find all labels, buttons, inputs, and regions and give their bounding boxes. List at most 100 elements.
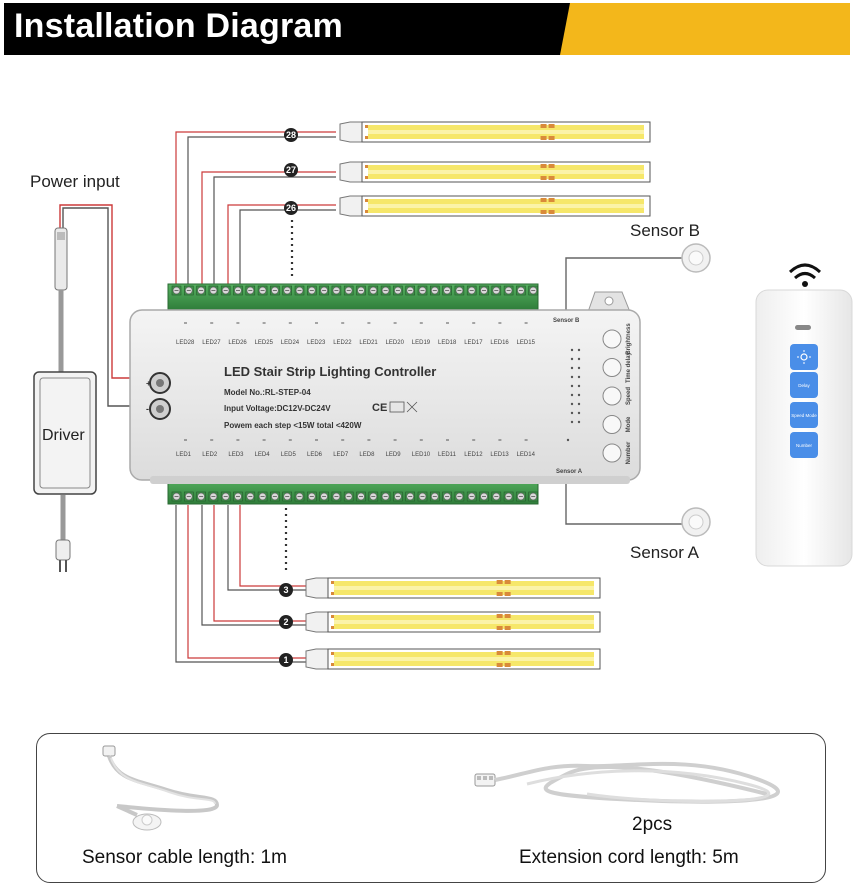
- step-badge-number: 1: [283, 655, 288, 665]
- controller-button-label: Brightness: [626, 323, 632, 355]
- step-badge-number: 27: [286, 165, 296, 175]
- controller-model: Model No.:RL-STEP-04: [224, 388, 311, 397]
- controller-push-button: [602, 358, 622, 377]
- power-input-label: Power input: [30, 172, 120, 191]
- sensor-b-assembly: [565, 243, 711, 312]
- extension-cord-length: Extension cord length: 5m: [519, 847, 739, 868]
- led-channel-label: LED26: [228, 340, 247, 346]
- remote-button: [790, 432, 818, 458]
- controller-push-button: [602, 443, 622, 463]
- weee-icon: [406, 401, 418, 413]
- sensor-a-assembly: [565, 474, 711, 537]
- remote-button: [790, 372, 818, 398]
- sensor-port-tab: [587, 291, 631, 313]
- led-channel-label: LED7: [333, 452, 349, 458]
- page-title: Installation Diagram: [14, 7, 343, 45]
- led-channel-label: LED24: [281, 340, 300, 346]
- led-strip-top: [339, 121, 651, 143]
- bottom-led-labels: LED1 LED2 LED3 LED4 LED5 LED6 LED7 LED8 LED9 LED1…: [176, 439, 536, 458]
- controller-push-button: [602, 415, 622, 434]
- led-strip-top: [339, 195, 651, 217]
- controller-button-label: Time delay: [626, 351, 632, 383]
- led-channel-label: LED17: [464, 340, 483, 346]
- remote-button-label: Delay: [798, 383, 810, 388]
- bottom-strip-wiring: [175, 505, 318, 663]
- controller-push-button: [602, 329, 622, 349]
- led-channel-label: LED6: [307, 452, 323, 458]
- step-badge: [279, 615, 293, 629]
- step-badge-number: 28: [286, 130, 296, 140]
- led-channel-label: LED16: [490, 340, 509, 346]
- led-channel-label: LED19: [412, 340, 431, 346]
- sensor-a-port-label: Sensor A: [556, 469, 583, 475]
- led-channel-label: LED25: [255, 340, 274, 346]
- led-channel-label: LED20: [386, 340, 405, 346]
- step-badge: [284, 201, 298, 215]
- controller-body: [129, 309, 641, 484]
- power-wiring: [54, 204, 150, 572]
- rohs-icon: [389, 401, 405, 413]
- controller-power: Powem each step <15W total <420W: [224, 421, 362, 430]
- led-channel-label: LED2: [202, 452, 218, 458]
- installation-diagram: + - LED Stair Strip Lighting Controller …: [33, 121, 853, 670]
- top-terminal-block: [167, 283, 539, 311]
- remote-button-label: Number: [796, 443, 813, 448]
- quantity-label: 2pcs: [632, 814, 673, 835]
- led-channel-label: LED11: [438, 452, 457, 458]
- led-channel-label: LED9: [386, 452, 402, 458]
- sensor-cable-image: [102, 745, 220, 831]
- controller-button-label: Mode: [626, 416, 632, 432]
- bottom-led-strips: [305, 577, 601, 670]
- header-accent: [560, 3, 850, 55]
- led-channel-label: LED3: [228, 452, 244, 458]
- sensor-b-port-label: Sensor B: [553, 318, 580, 324]
- led-channel-label: LED23: [307, 340, 326, 346]
- controller-button-label: Number: [626, 441, 632, 464]
- remote-brightness-button: [790, 344, 818, 370]
- controller-button-label: Speed: [626, 387, 632, 405]
- driver-box: [33, 371, 97, 495]
- step-badge-number: 2: [283, 617, 288, 627]
- ce-mark: CE: [372, 402, 387, 414]
- plus-label: +: [146, 379, 151, 388]
- controller-push-button: [602, 386, 622, 406]
- led-strip-bottom: [305, 648, 601, 670]
- step-badge: [284, 163, 298, 177]
- led-channel-label: LED4: [255, 452, 271, 458]
- led-channel-label: LED27: [202, 340, 221, 346]
- wifi-icon: [788, 263, 822, 287]
- driver-label: Driver: [42, 427, 85, 444]
- step-badge-number: 3: [283, 585, 288, 595]
- remote-button: [790, 402, 818, 428]
- controller-voltage: Input Voltage:DC12V-DC24V: [224, 404, 331, 413]
- step-badge: [279, 583, 293, 597]
- step-badge: [284, 128, 298, 142]
- led-channel-label: LED12: [464, 452, 483, 458]
- led-channel-label: LED14: [517, 452, 536, 458]
- step-badge: [279, 653, 293, 667]
- power-terminals: + -: [146, 372, 171, 420]
- led-channel-label: LED13: [490, 452, 509, 458]
- led-channel-label: LED22: [333, 340, 352, 346]
- header: Installation Diagram: [0, 0, 855, 60]
- remote-button-label: Speed Mode: [791, 413, 817, 418]
- controller-title: LED Stair Strip Lighting Controller: [224, 364, 436, 379]
- led-channel-label: LED8: [359, 452, 375, 458]
- led-channel-label: LED21: [359, 340, 378, 346]
- step-badge-number: 26: [286, 203, 296, 213]
- led-channel-label: LED15: [517, 340, 536, 346]
- sensor-cable-length: Sensor cable length: 1m: [82, 847, 287, 868]
- sun-icon: [800, 353, 808, 361]
- top-led-strips: [339, 121, 651, 217]
- minus-label: -: [146, 404, 149, 414]
- sensor-a-label: Sensor A: [630, 543, 699, 562]
- led-channel-label: LED10: [412, 452, 431, 458]
- led-channel-label: LED5: [281, 452, 297, 458]
- accessories-panel: Sensor cable length: 1m 2pcs Extension c…: [36, 733, 826, 883]
- led-channel-label: LED1: [176, 452, 192, 458]
- indicator-dots: [566, 348, 581, 442]
- step-number-badges: 28 27 26 3 2 1: [279, 128, 298, 667]
